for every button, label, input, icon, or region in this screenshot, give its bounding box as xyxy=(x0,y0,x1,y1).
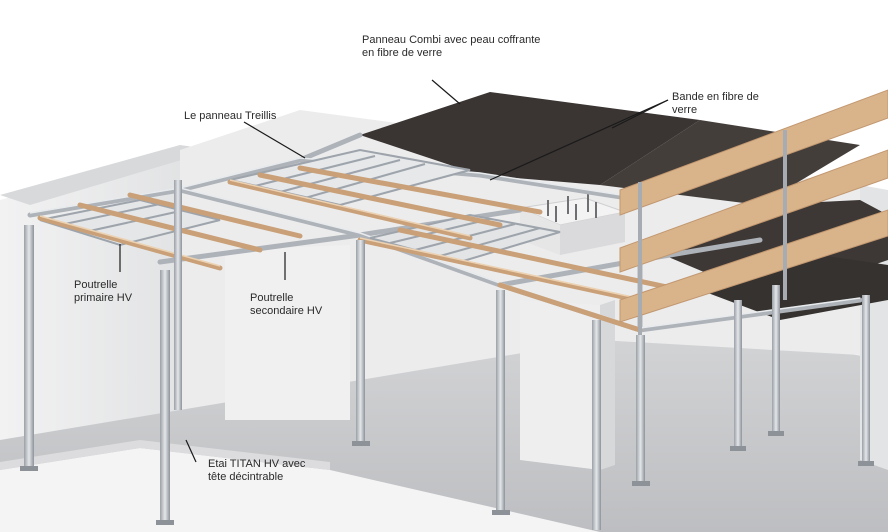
label-panneau-combi: Panneau Combi avec peau coffrante en fib… xyxy=(362,34,541,59)
prop-bases xyxy=(20,431,874,525)
foreground-wall xyxy=(0,448,600,532)
label-panneau-treillis: Le panneau Treillis xyxy=(184,110,277,122)
label-bande-fibre: Bande en fibre de verre xyxy=(672,91,759,116)
titan-props xyxy=(24,180,870,530)
column-head-side xyxy=(560,212,625,255)
column-side xyxy=(600,300,615,470)
label-poutrelle-secondaire: Poutrelle secondaire HV xyxy=(250,292,323,317)
concrete-column xyxy=(520,300,600,470)
rebars xyxy=(547,194,597,222)
inner-wall xyxy=(225,245,350,420)
label-poutrelle-primaire: Poutrelle primaire HV xyxy=(74,279,133,304)
label-etai-titan: Etai TITAN HV avec tête décintrable xyxy=(208,458,306,483)
guardrail-planks xyxy=(619,89,888,323)
guardrail-posts xyxy=(638,130,787,335)
left-wall-top xyxy=(0,145,215,205)
timber-beam-highlights xyxy=(39,179,661,304)
